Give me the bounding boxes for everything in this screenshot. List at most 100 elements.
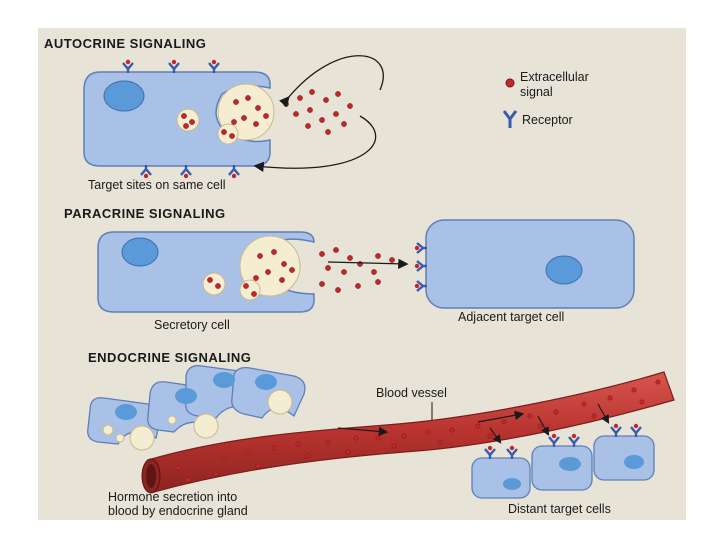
blood-vessel-lumen: [146, 464, 156, 488]
paracrine-title: PARACRINE SIGNALING: [64, 206, 226, 221]
signal-molecule: [527, 413, 533, 419]
signal-molecule: [189, 119, 195, 125]
receptor: [630, 426, 642, 437]
endocrine-receptors: [484, 423, 642, 459]
signal-molecule: [335, 287, 341, 293]
receptor: [122, 62, 134, 73]
signal-molecule: [553, 409, 559, 415]
signal-molecule: [241, 115, 247, 121]
receptor: [416, 242, 427, 254]
gland-nucleus: [213, 372, 235, 388]
signal-molecule: [353, 435, 359, 441]
signal-molecule: [183, 123, 189, 129]
legend-receptor-label: Receptor: [522, 113, 573, 127]
signal-molecule: [325, 129, 331, 135]
receptor: [548, 436, 560, 447]
signal-molecule: [319, 117, 325, 123]
signal-molecule: [389, 257, 395, 263]
signal-molecule: [639, 399, 645, 405]
signal-molecule: [425, 429, 431, 435]
gland-nucleus: [255, 374, 277, 390]
signal-molecule: [537, 423, 543, 429]
signal-molecule: [449, 427, 455, 433]
paracrine-receptors: [414, 242, 427, 292]
bound-signal: [171, 59, 177, 65]
signal-molecule: [501, 419, 507, 425]
receptor: [180, 165, 192, 176]
gland-vesicle: [267, 389, 293, 415]
signal-molecule: [347, 103, 353, 109]
receptor: [484, 448, 496, 459]
gland-nucleus: [115, 404, 137, 420]
signal-molecule: [289, 267, 295, 273]
signal-molecule: [347, 255, 353, 261]
bound-signal: [487, 445, 493, 451]
receptor: [168, 62, 180, 73]
bound-signal: [414, 283, 420, 289]
signal-molecule: [181, 113, 187, 119]
bound-signal: [183, 173, 189, 179]
receptor: [416, 280, 427, 292]
signal-molecule: [355, 283, 361, 289]
paracrine-nucleus: [121, 237, 159, 267]
signal-molecule: [335, 91, 341, 97]
gland-vesicle: [129, 425, 155, 451]
distant-target-nucleus: [624, 455, 644, 469]
signal-molecule: [221, 455, 227, 461]
paracrine-target-nucleus: [545, 255, 583, 285]
bound-signal: [571, 433, 577, 439]
blood-vessel: [147, 371, 675, 493]
signal-molecule: [175, 465, 181, 471]
legend-signal-label-line2: signal: [520, 85, 553, 99]
distant-target-cells: [471, 435, 655, 499]
distant-target-cell: [593, 435, 655, 481]
distant-target-nucleus: [503, 478, 521, 490]
signal-molecule: [281, 261, 287, 267]
signal-molecule: [185, 477, 191, 483]
receptor: [506, 448, 518, 459]
signal-molecule: [263, 113, 269, 119]
signal-molecule: [333, 111, 339, 117]
signal-molecule: [305, 123, 311, 129]
bound-signal: [633, 423, 639, 429]
paracrine-vesicle: [239, 279, 261, 301]
signal-molecule: [581, 401, 587, 407]
bound-signal: [125, 59, 131, 65]
signal-molecule: [207, 277, 213, 283]
signal-molecule: [371, 269, 377, 275]
gland-vesicle: [115, 433, 125, 443]
legend: [502, 78, 518, 128]
autocrine-nucleus: [103, 80, 145, 112]
legend-signal-label: Extracellular: [520, 70, 589, 84]
endocrine-exit-arrow: [597, 403, 610, 424]
signal-molecule: [309, 89, 315, 95]
bound-signal: [414, 263, 420, 269]
paracrine-adjacent-target-cell: [425, 219, 635, 309]
signal-molecule: [251, 291, 257, 297]
paracrine-secretory-caption: Secretory cell: [154, 318, 230, 332]
cell-signaling-figure: AUTOCRINE SIGNALING Target sites on same…: [38, 28, 686, 520]
signal-molecule: [375, 253, 381, 259]
receptor: [610, 426, 622, 437]
signal-molecule: [271, 445, 277, 451]
signal-molecule: [253, 275, 259, 281]
autocrine-return-arrow: [279, 55, 384, 108]
paracrine-panel: [97, 219, 635, 313]
signal-molecule: [271, 249, 277, 255]
signal-molecule: [305, 453, 311, 459]
signal-molecule: [295, 441, 301, 447]
autocrine-panel: [83, 55, 384, 179]
gland-vesicle: [167, 415, 177, 425]
signal-molecule: [325, 265, 331, 271]
signal-molecule: [265, 269, 271, 275]
bound-signal: [143, 173, 149, 179]
signal-molecule: [391, 443, 397, 449]
signal-molecule: [307, 107, 313, 113]
signal-molecule: [293, 111, 299, 117]
paracrine-vesicle: [202, 272, 226, 296]
autocrine-return-arrow: [253, 115, 377, 172]
gland-vesicle: [102, 424, 114, 436]
endocrine-gland-caption-line2: blood by endocrine gland: [108, 504, 248, 518]
signal-molecule: [255, 105, 261, 111]
